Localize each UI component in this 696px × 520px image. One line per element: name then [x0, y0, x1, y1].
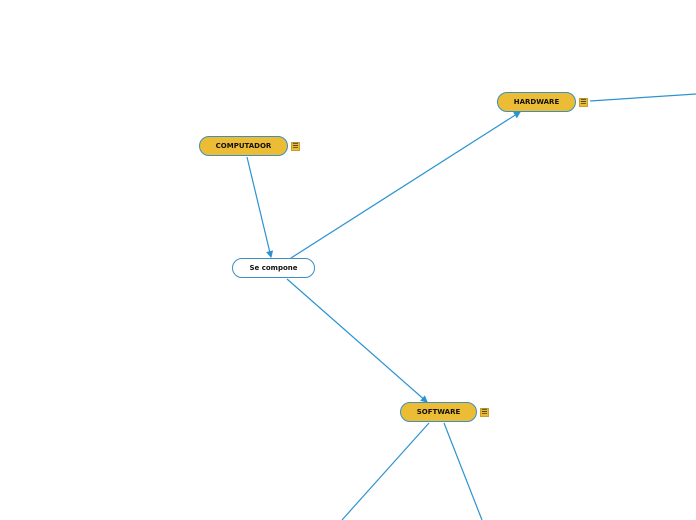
linking-phrase-se-compone[interactable]: Se compone [232, 258, 315, 278]
note-icon[interactable]: ☰ [579, 98, 588, 107]
concept-node-software[interactable]: SOFTWARE [400, 402, 477, 422]
concept-node-computador[interactable]: COMPUTADOR [199, 136, 288, 156]
connector-software-to-offscreen-left [341, 422, 430, 520]
connector-computador-to-se-compone [246, 156, 274, 259]
concept-node-label: SOFTWARE [416, 408, 461, 416]
connector-hardware-to-offscreen [589, 93, 696, 102]
concept-node-label: COMPUTADOR [215, 142, 272, 150]
concept-node-label: HARDWARE [513, 98, 560, 106]
connector-se-compone-to-hardware [290, 111, 522, 259]
note-icon[interactable]: ☰ [480, 408, 489, 417]
connector-software-to-offscreen-right [443, 422, 483, 520]
linking-phrase-label: Se compone [249, 264, 298, 272]
concept-node-hardware[interactable]: HARDWARE [497, 92, 576, 112]
connector-se-compone-to-software [286, 278, 428, 403]
note-icon[interactable]: ☰ [291, 142, 300, 151]
